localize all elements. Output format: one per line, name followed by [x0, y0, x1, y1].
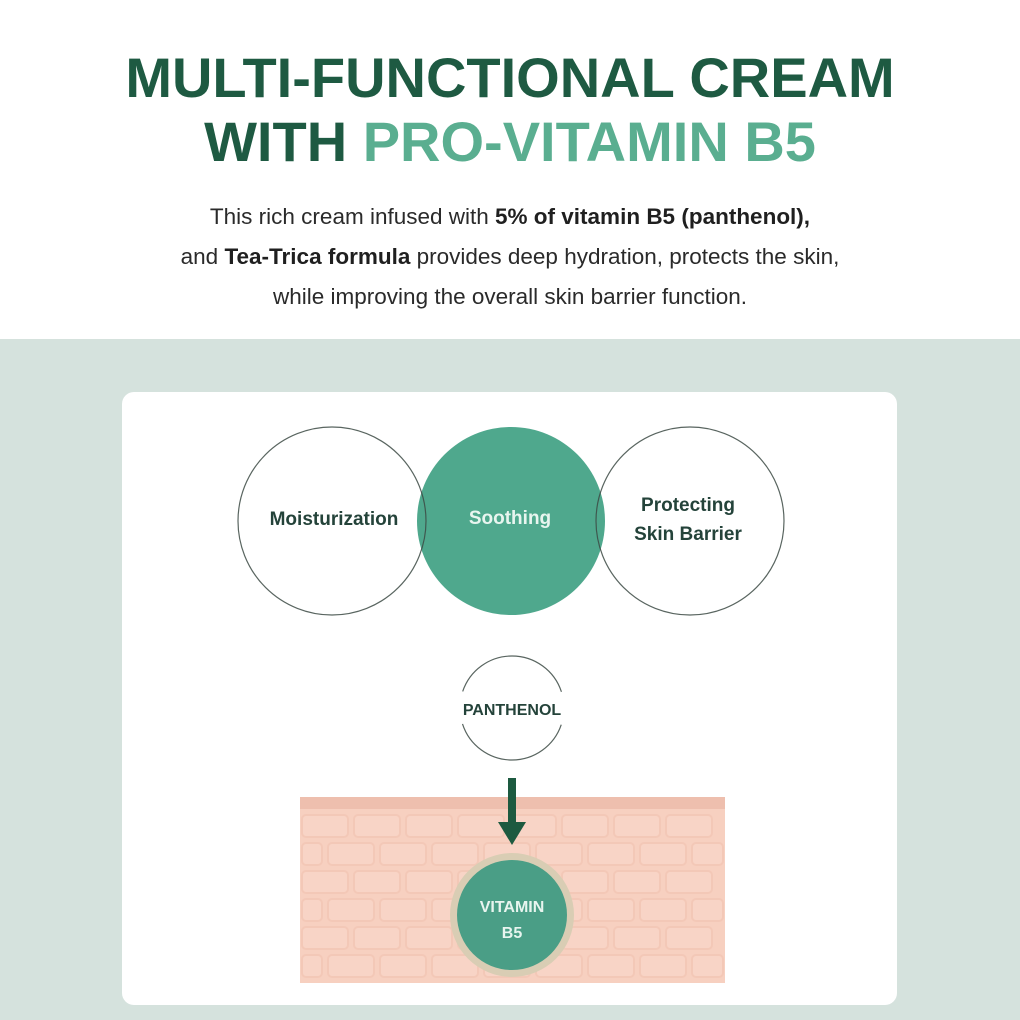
skin-cell [379, 842, 427, 866]
panthenol-circle [459, 655, 565, 761]
skin-cell [613, 814, 661, 838]
vitamin-b5-circle [457, 860, 567, 970]
skin-cell [665, 814, 713, 838]
skin-cell [379, 898, 427, 922]
skin-cell [665, 870, 713, 894]
desc-text: while improving the overall skin barrier… [273, 284, 747, 309]
skin-cell [587, 898, 635, 922]
skin-cell [353, 870, 401, 894]
skin-cell [561, 814, 609, 838]
skin-cell [405, 870, 453, 894]
skin-cell [587, 842, 635, 866]
skin-cell [691, 842, 724, 866]
skin-cell [301, 954, 323, 978]
benefit-protecting: Protecting [641, 495, 735, 516]
title-accent: PRO-VITAMIN B5 [362, 110, 816, 173]
skin-cell [639, 954, 687, 978]
benefit-soothing: Soothing [469, 508, 551, 529]
skin-cell [691, 898, 724, 922]
skin-cell [405, 814, 453, 838]
skin-cell [535, 842, 583, 866]
skin-cell [301, 926, 349, 950]
skin-cell [639, 898, 687, 922]
header-section: MULTI-FUNCTIONAL CREAM WITH PRO-VITAMIN … [0, 0, 1020, 339]
skin-cell [327, 842, 375, 866]
barrier-circle [595, 426, 785, 616]
title-line-1: MULTI-FUNCTIONAL CREAM [125, 46, 895, 109]
description: This rich cream infused with 5% of vitam… [0, 197, 1020, 317]
skin-cell [327, 954, 375, 978]
skin-cell [561, 870, 609, 894]
skin-cell [665, 926, 713, 950]
title-prefix: WITH [204, 110, 348, 173]
moisturization-circle [237, 426, 427, 616]
skin-cell [353, 926, 401, 950]
skin-cell [457, 814, 505, 838]
benefit-moisturization: Moisturization [270, 509, 399, 530]
skin-cell [639, 842, 687, 866]
benefit-skin-barrier: Skin Barrier [634, 524, 742, 545]
skin-cell [587, 954, 635, 978]
soothing-circle [417, 427, 605, 615]
skin-cell [353, 814, 401, 838]
skin-cell [327, 898, 375, 922]
skin-cell [405, 926, 453, 950]
desc-text: This rich cream infused with [209, 204, 496, 229]
title-line-2: WITH PRO-VITAMIN B5 [0, 110, 1020, 174]
skin-cell [613, 870, 661, 894]
skin-cell [691, 954, 724, 978]
arrow-down-icon [498, 778, 526, 845]
vitamin-label: VITAMIN [480, 899, 545, 916]
desc-text: provides deep hydration, protects the sk… [410, 244, 840, 269]
panthenol-label: PANTHENOL [463, 702, 562, 719]
desc-text: and [180, 244, 225, 269]
skin-cell [301, 814, 349, 838]
desc-bold: Tea-Trica formula [224, 244, 411, 269]
skin-cell [379, 954, 427, 978]
skin-cell [301, 870, 349, 894]
skin-cell [613, 926, 661, 950]
skin-cell [431, 842, 479, 866]
skin-cell [301, 898, 323, 922]
b5-label: B5 [502, 925, 523, 942]
skin-cell [301, 842, 323, 866]
desc-bold: 5% of vitamin B5 (panthenol), [495, 204, 811, 229]
